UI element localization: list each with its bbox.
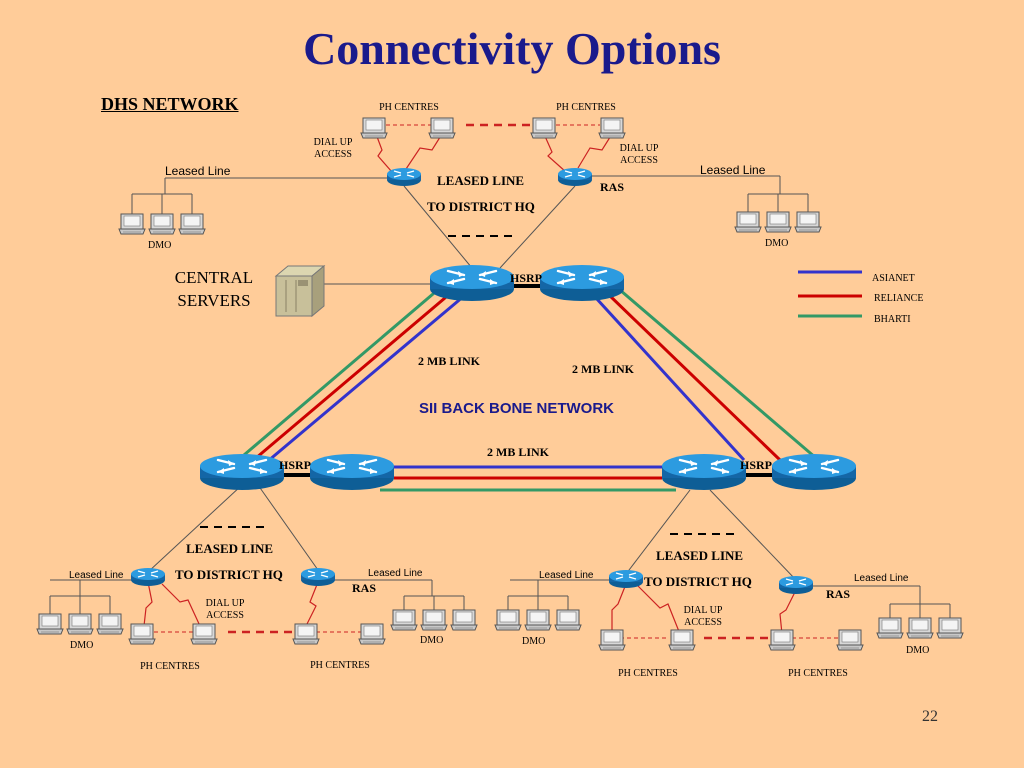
computer-icon xyxy=(876,617,904,639)
ph-centres-label: PH CENTRES xyxy=(788,668,848,679)
two-mb-link-label: 2 MB LINK xyxy=(572,362,635,376)
computer-icon xyxy=(668,629,696,651)
hsrp-label: HSRP xyxy=(740,458,772,472)
router-icon xyxy=(557,167,593,187)
dmo-label: DMO xyxy=(70,640,93,651)
dmo-label: DMO xyxy=(522,636,545,647)
two-mb-link-label: 2 MB LINK xyxy=(487,445,550,459)
router-icon xyxy=(538,263,626,303)
leased-line-caps-label: LEASED LINE xyxy=(437,173,524,188)
leased-line-label: Leased Line xyxy=(69,570,124,581)
ras-label: RAS xyxy=(826,587,850,601)
ph-centres-label: PH CENTRES xyxy=(556,102,616,113)
ras-label: RAS xyxy=(600,180,624,194)
computer-icon xyxy=(554,609,582,631)
leased-line-label: Leased Line xyxy=(539,570,594,581)
computer-icon xyxy=(936,617,964,639)
edge-routers xyxy=(130,167,814,595)
legend-label-asianet: ASIANET xyxy=(872,273,915,284)
legend-label-bharti: BHARTI xyxy=(874,314,911,325)
computer-icon xyxy=(360,117,388,139)
computer-icon xyxy=(148,213,176,235)
router-icon xyxy=(198,452,286,492)
computer-icon xyxy=(764,211,792,233)
connection-lines xyxy=(49,175,951,620)
dmo-label: DMO xyxy=(148,240,171,251)
server-icon xyxy=(274,264,326,318)
dial-up-lines xyxy=(143,133,797,635)
dashed-links xyxy=(154,123,838,640)
computer-icon xyxy=(190,623,218,645)
legend: ASIANET RELIANCE BHARTI xyxy=(798,270,923,325)
router-icon xyxy=(608,569,644,589)
ph-centres-label: PH CENTRES xyxy=(310,660,370,671)
page-number: 22 xyxy=(922,708,938,725)
backbone-label: SII BACK BONE NETWORK xyxy=(419,400,614,417)
router-icon xyxy=(770,452,858,492)
leased-line-label: Leased Line xyxy=(854,573,909,584)
router-icon xyxy=(428,263,516,303)
to-district-hq-label: TO DISTRICT HQ xyxy=(427,199,535,214)
ph-centres-label: PH CENTRES xyxy=(618,668,678,679)
computer-icon xyxy=(66,613,94,635)
computer-icon xyxy=(734,211,762,233)
computer-icon xyxy=(524,609,552,631)
router-icon xyxy=(386,167,422,187)
computer-icon xyxy=(118,213,146,235)
leased-line-label: Leased Line xyxy=(368,568,423,579)
computer-icon xyxy=(530,117,558,139)
legend-label-reliance: RELIANCE xyxy=(874,293,923,304)
router-icon xyxy=(130,567,166,587)
router-icon xyxy=(300,567,336,587)
district-hq-dashes xyxy=(200,235,736,535)
computer-icon xyxy=(450,609,478,631)
ras-label: RAS xyxy=(352,581,376,595)
dmo-label: DMO xyxy=(420,635,443,646)
hsrp-label: HSRP xyxy=(279,458,311,472)
router-icon xyxy=(660,452,748,492)
computer-icon xyxy=(906,617,934,639)
to-district-hq-label: TO DISTRICT HQ xyxy=(644,574,752,589)
ph-centres-label: PH CENTRES xyxy=(140,661,200,672)
computer-icon xyxy=(794,211,822,233)
computer-icon xyxy=(420,609,448,631)
two-mb-link-label: 2 MB LINK xyxy=(418,354,481,368)
computer-icon xyxy=(428,117,456,139)
dmo-label: DMO xyxy=(765,238,788,249)
leased-line-label: Leased Line xyxy=(165,164,231,178)
central-servers-label: CENTRAL SERVERS xyxy=(174,268,254,310)
computer-icon xyxy=(36,613,64,635)
dmo-label: DMO xyxy=(906,645,929,656)
slide-title: Connectivity Options xyxy=(303,23,721,74)
computer-icon xyxy=(768,629,796,651)
leased-line-caps-label: LEASED LINE xyxy=(656,548,743,563)
hsrp-label: HSRP xyxy=(510,271,542,285)
computer-icon xyxy=(494,609,522,631)
leased-line-caps-label: LEASED LINE xyxy=(186,541,273,556)
computer-icon xyxy=(292,623,320,645)
computer-icon xyxy=(178,213,206,235)
computer-icon xyxy=(128,623,156,645)
computer-icon xyxy=(598,117,626,139)
leased-line-label: Leased Line xyxy=(700,163,766,177)
computer-icon xyxy=(598,629,626,651)
dhs-network-label: DHS NETWORK xyxy=(101,94,239,114)
backbone-links xyxy=(243,286,817,492)
computer-icon xyxy=(390,609,418,631)
hsrp-links xyxy=(280,284,774,477)
router-icon xyxy=(308,452,396,492)
computer-icon xyxy=(96,613,124,635)
router-icon xyxy=(778,575,814,595)
computer-icon xyxy=(836,629,864,651)
computer-icon xyxy=(358,623,386,645)
to-district-hq-label: TO DISTRICT HQ xyxy=(175,567,283,582)
ph-centres-label: PH CENTRES xyxy=(379,102,439,113)
